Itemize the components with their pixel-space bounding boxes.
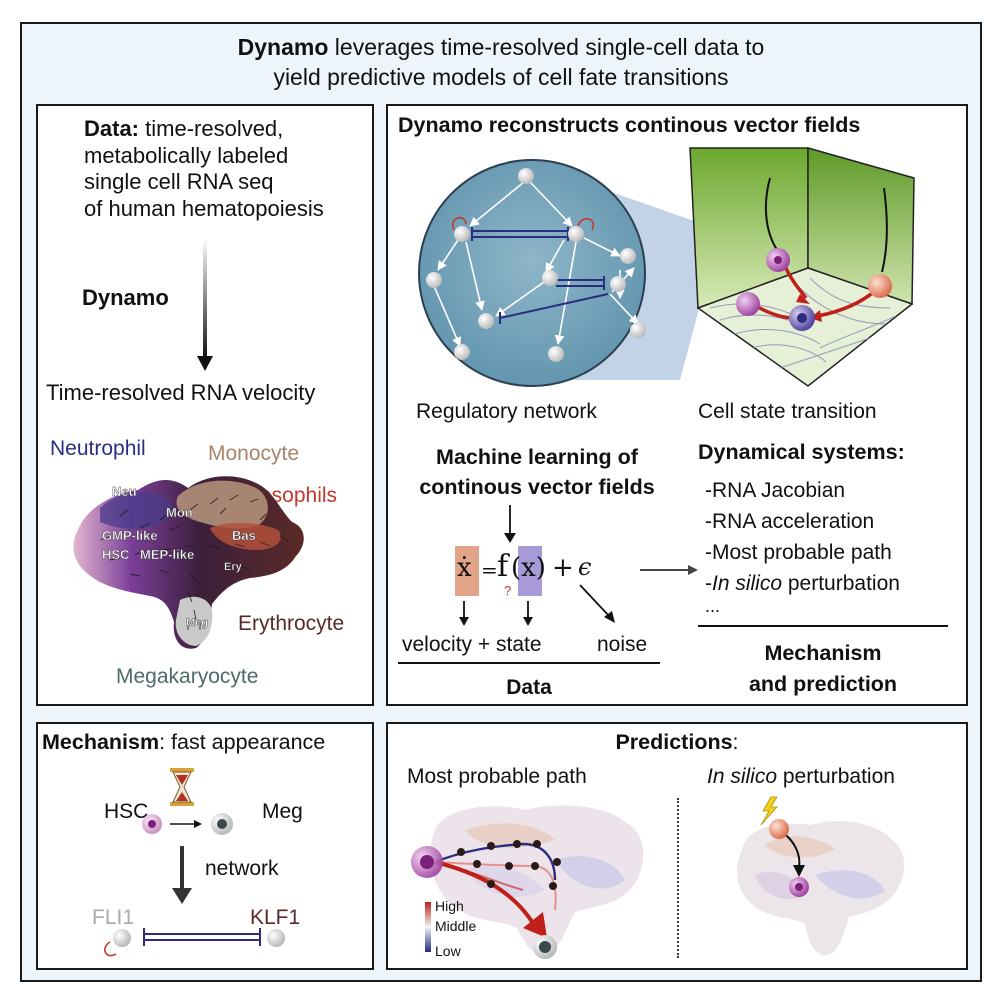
label-data: Data [506, 676, 552, 699]
cell-label-meg: Meg [186, 617, 208, 629]
dynamical-item-4: -In silico perturbation [705, 572, 900, 596]
data-label: Data: [84, 116, 140, 141]
predictions-title-rest: : [732, 730, 739, 754]
label-velocity: velocity [402, 633, 473, 656]
perturb-italic: In silico [712, 572, 783, 595]
dynamo-label: Dynamo [82, 285, 169, 310]
perturb-prefix: - [705, 572, 712, 595]
eq-question: ? [504, 583, 512, 598]
dynamical-systems-title: Dynamical systems: [698, 440, 905, 464]
cell-state-transition-label: Cell state transition [698, 400, 877, 423]
network-circle [418, 159, 646, 387]
header-title-rest: leverages time-resolved single-cell data… [328, 34, 765, 60]
legend-middle: Middle [435, 918, 477, 934]
vector-field-title: Dynamo reconstructs continous vector fie… [398, 113, 861, 137]
predictions-title-bold: Predictions [615, 730, 733, 754]
pred-perturb-rest: perturbation [777, 765, 895, 788]
data-text-3: single cell RNA seq [84, 169, 274, 194]
hourglass-icon [170, 768, 194, 806]
dynamical-item-1: -RNA Jacobian [705, 479, 846, 502]
mechanism-prediction-label: Mechanism and prediction [698, 638, 948, 700]
most-probable-path-map [411, 805, 644, 959]
legend-high: High [435, 898, 464, 914]
blob-meg [175, 596, 213, 646]
perturb-rest: perturbation [782, 572, 900, 595]
cell-label-neu: Neu [112, 484, 137, 499]
cell-state-landscape [689, 147, 915, 387]
predictions-divider [677, 798, 679, 958]
velocity-label: Time-resolved RNA velocity [46, 380, 316, 405]
mech-line1: Mechanism [764, 641, 882, 665]
header-title: Dynamo leverages time-resolved single-ce… [20, 32, 982, 92]
velocity-highlight [455, 546, 479, 596]
lightning-icon [760, 796, 778, 826]
cell-label-gmp: GMP-like [102, 528, 158, 543]
data-description: Data: time-resolved, metabolically label… [84, 116, 324, 222]
cell-label-hsc: HSC [102, 547, 130, 562]
legend-low: Low [435, 943, 461, 959]
header-title-bold: Dynamo [237, 34, 329, 60]
most-probable-path-label: Most probable path [407, 765, 587, 788]
mech-hsc-label: HSC [104, 800, 149, 823]
predictions-title: Predictions: [386, 730, 968, 755]
regulatory-network-diagram [418, 159, 646, 387]
perturb-map-blob [737, 821, 905, 955]
mechanism-title: Mechanism: fast appearance [42, 730, 325, 755]
cell-label-bas: Bas [232, 528, 256, 543]
lineage-erythrocyte: Erythrocyte [238, 612, 345, 635]
ml-heading-line1: Machine learning of [436, 445, 638, 469]
mech-line2: and prediction [748, 672, 898, 696]
blob-neutrophil [100, 492, 173, 529]
mech-klf1-label: KLF1 [250, 906, 301, 929]
blob-monocyte [176, 480, 268, 529]
mechanism-title-bold: Mechanism [42, 730, 160, 754]
equation-arrows [459, 505, 698, 626]
dynamical-ellipsis: ... [705, 596, 721, 616]
hematopoiesis-velocity-map: Neu Mon GMP-like Bas HSC MEP-like Ery Me… [73, 476, 304, 649]
ml-heading-line2: continous vector fields [419, 475, 655, 499]
perturbation-map [737, 796, 905, 955]
mech-fli1-label: FLI1 [92, 906, 135, 929]
cell-label-mon: Mon [166, 505, 193, 520]
label-plus: + [477, 633, 491, 656]
lineage-neutrophil: Neutrophil [50, 437, 146, 460]
lineage-megakaryocyte: Megakaryocyte [116, 665, 259, 688]
dynamical-item-3: -Most probable path [705, 541, 892, 564]
legend-bar [425, 902, 431, 952]
regulatory-network-label: Regulatory network [416, 400, 597, 423]
mechanism-diagram [104, 768, 285, 957]
mech-meg-label: Meg [262, 800, 303, 823]
eq-f: f [497, 549, 509, 584]
label-noise: noise [597, 633, 648, 656]
mech-network-label: network [205, 857, 279, 880]
gradient-arrow [197, 238, 213, 371]
velocity-plus-state-label: velocity + state [402, 633, 542, 657]
eq-x-arg: (x) [511, 553, 546, 583]
mechanism-divider [698, 625, 948, 627]
mechanism-title-rest: : fast appearance [159, 730, 326, 754]
lineage-monocyte: Monocyte [208, 442, 300, 465]
eq-equals: = [481, 558, 498, 582]
data-text-1: time-resolved, [139, 116, 284, 141]
cell-label-ery: Ery [224, 561, 243, 573]
cell-label-mep: MEP-like [140, 547, 194, 562]
eq-epsilon: ϵ [578, 553, 592, 581]
in-silico-perturbation-label: In silico perturbation [707, 765, 895, 789]
data-text-4: of human hematopoiesis [84, 195, 324, 221]
data-divider [398, 662, 660, 664]
state-highlight [518, 546, 542, 596]
label-state: state [495, 633, 542, 656]
dynamical-item-2: -RNA acceleration [705, 510, 875, 533]
pred-perturb-italic: In silico [707, 765, 778, 788]
eq-plus: + [552, 553, 574, 583]
mechanism-panel [36, 722, 374, 970]
header-title-line2: yield predictive models of cell fate tra… [273, 64, 729, 90]
eq-xdot: ẋ [457, 553, 472, 583]
data-text-2: metabolically labeled [84, 142, 289, 168]
ml-heading: Machine learning of continous vector fie… [386, 442, 688, 502]
